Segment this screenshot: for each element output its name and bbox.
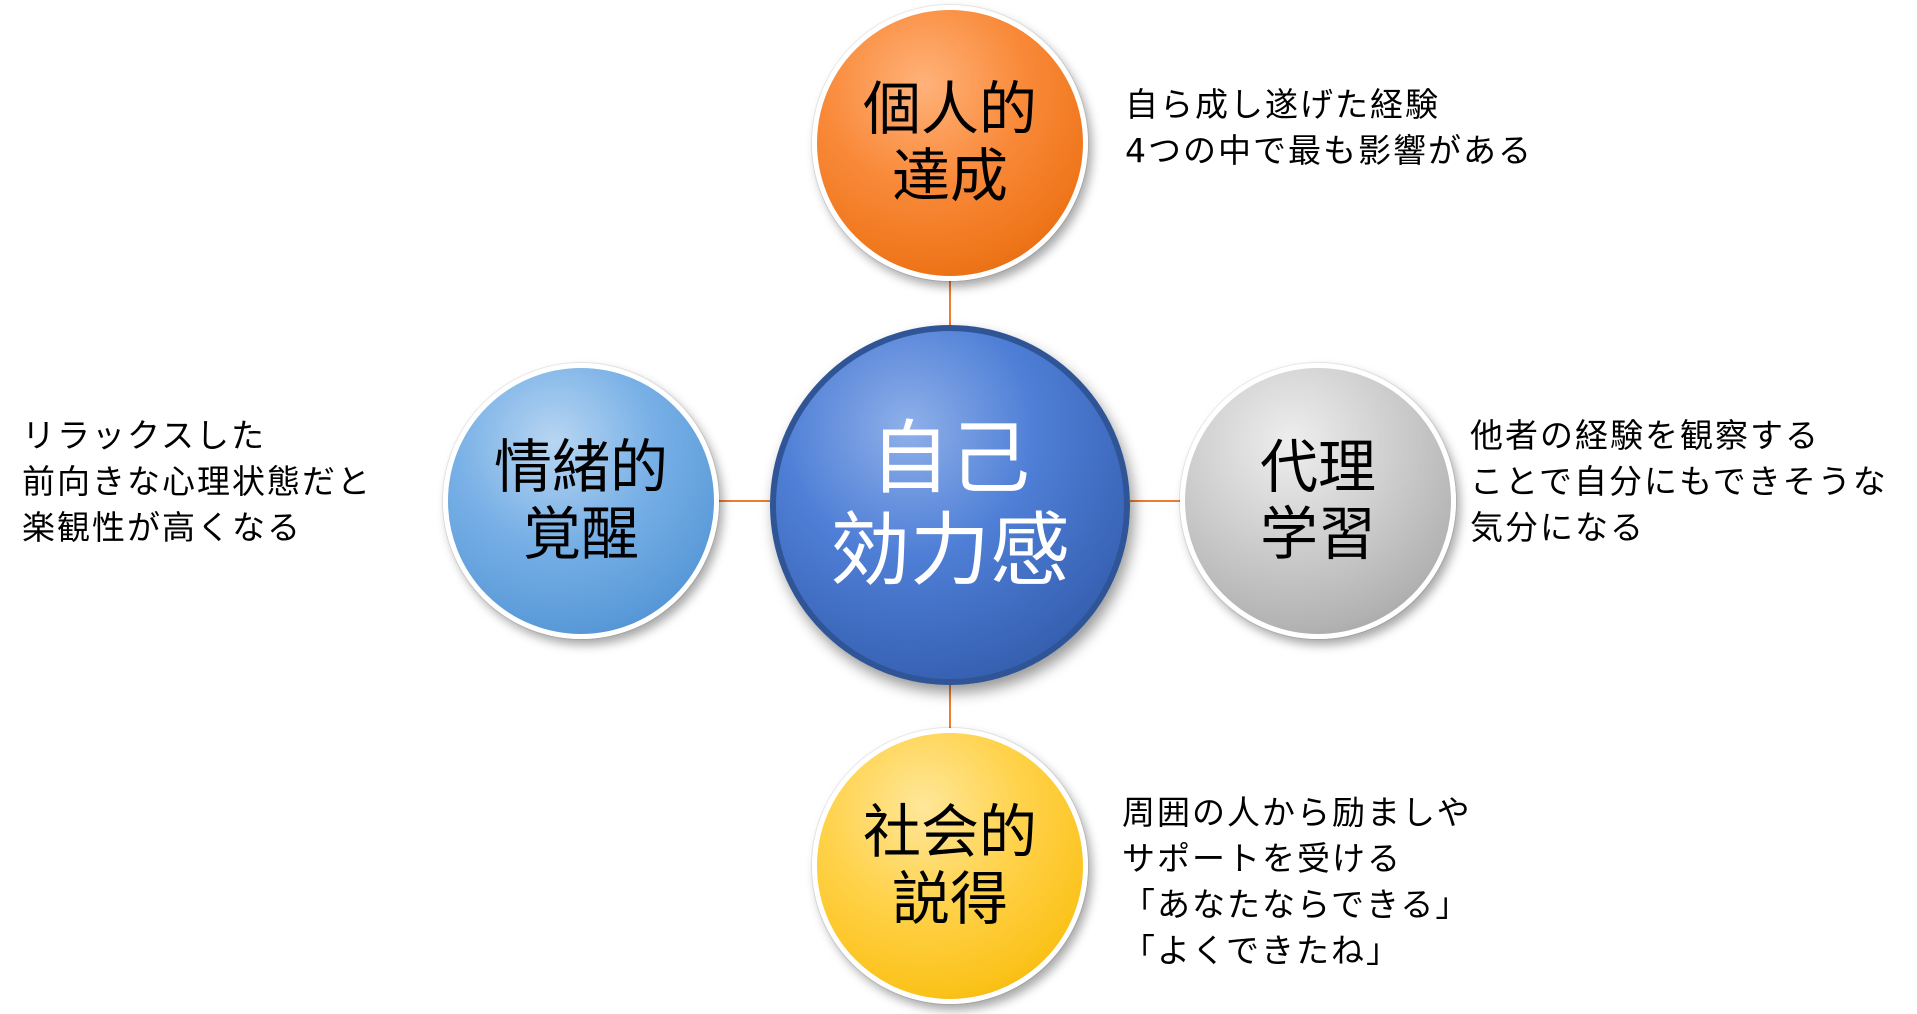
node-bottom-label-line-2: 説得: [891, 865, 1008, 933]
description-line: 楽観性が高くなる: [22, 508, 302, 547]
description-emotional-arousal: リラックスした 前向きな心理状態だと 楽観性が高くなる: [22, 413, 372, 551]
node-vicarious-learning: 代理 学習: [1180, 363, 1456, 639]
node-left-label-line-2: 覚醒: [522, 500, 639, 568]
description-line: 自ら成し遂げた経験: [1125, 85, 1440, 124]
node-top-label-line-1: 個人的: [862, 75, 1037, 144]
description-line: 4つの中で最も影響がある: [1125, 131, 1533, 170]
description-line: 「よくできたね」: [1122, 931, 1402, 970]
node-emotional-arousal: 情緒的 覚醒: [443, 363, 719, 639]
description-social-persuasion: 周囲の人から励ましや サポートを受ける 「あなたならできる」 「よくできたね」: [1122, 790, 1472, 974]
center-node-label-line-1: 自己: [870, 412, 1030, 505]
description-line: 前向きな心理状態だと: [22, 462, 372, 501]
description-personal-achievement: 自ら成し遂げた経験 4つの中で最も影響がある: [1125, 82, 1533, 174]
description-line: 周囲の人から励ましや: [1122, 793, 1472, 832]
center-node-label-line-2: 効力感: [830, 504, 1070, 597]
node-left-label-line-1: 情緒的: [493, 433, 668, 502]
description-line: サポートを受ける: [1122, 839, 1402, 878]
node-right-label-line-1: 代理: [1259, 433, 1376, 502]
node-personal-achievement: 個人的 達成: [812, 5, 1088, 281]
description-line: 気分になる: [1470, 508, 1645, 547]
node-bottom-label-line-1: 社会的: [862, 798, 1037, 867]
description-line: 他者の経験を観察する: [1470, 416, 1820, 455]
description-line: 「あなたならできる」: [1122, 885, 1471, 924]
description-line: ことで自分にもできそうな: [1470, 462, 1888, 501]
node-right-label-line-2: 学習: [1259, 500, 1376, 568]
center-node-self-efficacy: 自己 効力感: [770, 325, 1130, 685]
description-line: リラックスした: [22, 416, 267, 455]
node-top-label-line-2: 達成: [891, 142, 1008, 210]
description-vicarious-learning: 他者の経験を観察する ことで自分にもできそうな 気分になる: [1470, 413, 1888, 551]
node-social-persuasion: 社会的 説得: [812, 728, 1088, 1004]
